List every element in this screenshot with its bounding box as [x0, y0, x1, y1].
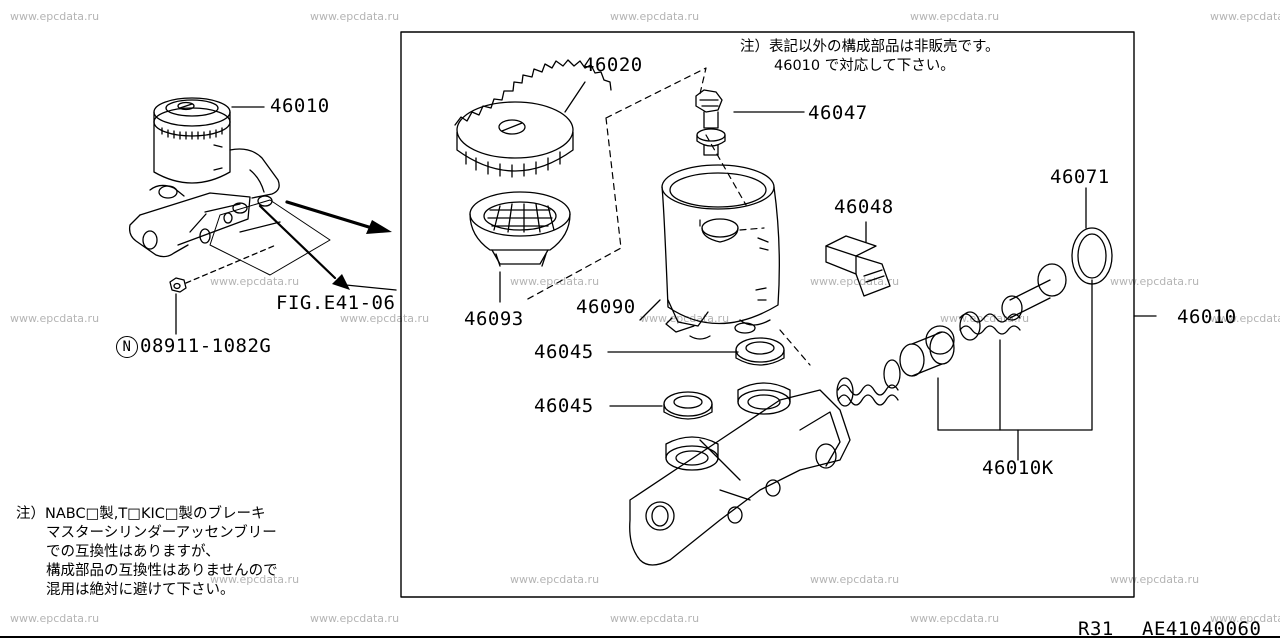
- label-part-46010-right: 46010: [1177, 306, 1237, 328]
- note-top-line-1: 注）表記以外の構成部品は非販売です。: [740, 39, 1000, 55]
- grommet-illustration-upper: [607, 337, 785, 366]
- watermark-text: www.epcdata.ru: [1110, 573, 1200, 586]
- note-top-line-2: 46010 で対応して下さい。: [774, 58, 955, 74]
- footer-figure-code: AE41040060: [1142, 618, 1262, 640]
- note-compatibility: 注）NABC□製,T□KIC□製のブレーキ マスターシリンダーアッセンブリー で…: [16, 505, 278, 600]
- piston-kit-illustration: [836, 187, 1157, 461]
- note-bottom-line-5: 混用は絶対に避けて下さい。: [46, 582, 235, 598]
- watermark-text: www.epcdata.ru: [610, 612, 700, 625]
- watermark-text: www.epcdata.ru: [310, 10, 400, 23]
- watermark-text: www.epcdata.ru: [1210, 312, 1280, 325]
- watermark-text: www.epcdata.ru: [310, 612, 400, 625]
- bolt-illustration: [695, 89, 805, 156]
- watermark-text: www.epcdata.ru: [640, 312, 730, 325]
- pointer-arrows: [258, 200, 397, 291]
- level-sensor-connector-illustration: [825, 221, 891, 297]
- watermark-text: www.epcdata.ru: [210, 275, 300, 288]
- label-part-46071: 46071: [1050, 166, 1110, 188]
- nut-symbol-icon: N: [116, 336, 138, 358]
- watermark-text: www.epcdata.ru: [340, 312, 430, 325]
- reservoir-tank-illustration: [639, 164, 780, 340]
- watermark-text: www.epcdata.ru: [810, 573, 900, 586]
- grommet-illustration-lower: [609, 391, 713, 420]
- label-part-46093: 46093: [464, 308, 524, 330]
- footer-model-code: R31: [1078, 618, 1114, 640]
- label-part-46045-upper: 46045: [534, 341, 594, 363]
- watermark-text: www.epcdata.ru: [510, 275, 600, 288]
- cylinder-body-illustration: [629, 382, 851, 566]
- note-bottom-line-2: マスターシリンダーアッセンブリー: [46, 525, 277, 541]
- watermark-text: www.epcdata.ru: [10, 10, 100, 23]
- note-bottom-line-4: 構成部品の互換性はありませんので: [46, 563, 278, 579]
- watermark-text: www.epcdata.ru: [910, 10, 1000, 23]
- label-fig-reference: FIG.E41-06: [276, 292, 396, 314]
- label-part-46020: 46020: [583, 54, 643, 76]
- nut-part-number: 08911-1082G: [140, 335, 272, 357]
- label-part-46047: 46047: [808, 102, 868, 124]
- arrow-head-large: [366, 220, 392, 234]
- watermark-text: www.epcdata.ru: [610, 10, 700, 23]
- label-part-46090: 46090: [576, 296, 636, 318]
- watermark-text: www.epcdata.ru: [1110, 275, 1200, 288]
- note-not-sold-separately: 注）表記以外の構成部品は非販売です。 46010 で対応して下さい。: [740, 38, 1000, 76]
- watermark-text: www.epcdata.ru: [1210, 10, 1280, 23]
- reservoir-cap-illustration: [454, 59, 612, 178]
- dashed-group-outline: [525, 67, 707, 301]
- label-part-46045-lower: 46045: [534, 395, 594, 417]
- watermark-text: www.epcdata.ru: [210, 573, 300, 586]
- watermark-text: www.epcdata.ru: [910, 612, 1000, 625]
- note-bottom-line-3: での互換性はありますが、: [46, 544, 220, 560]
- master-cylinder-assembly-illustration: [128, 97, 331, 335]
- label-part-46048: 46048: [834, 196, 894, 218]
- arrow-head-small: [332, 274, 350, 290]
- detail-frame: [400, 31, 1135, 598]
- watermark-text: www.epcdata.ru: [10, 312, 100, 325]
- strainer-illustration: [469, 191, 571, 303]
- watermark-text: www.epcdata.ru: [10, 612, 100, 625]
- label-part-46010k: 46010K: [982, 457, 1054, 479]
- label-part-46010-left: 46010: [270, 95, 330, 117]
- note-bottom-line-1: 注）NABC□製,T□KIC□製のブレーキ: [16, 506, 266, 522]
- watermark-text: www.epcdata.ru: [510, 573, 600, 586]
- watermark-text: www.epcdata.ru: [1210, 612, 1280, 625]
